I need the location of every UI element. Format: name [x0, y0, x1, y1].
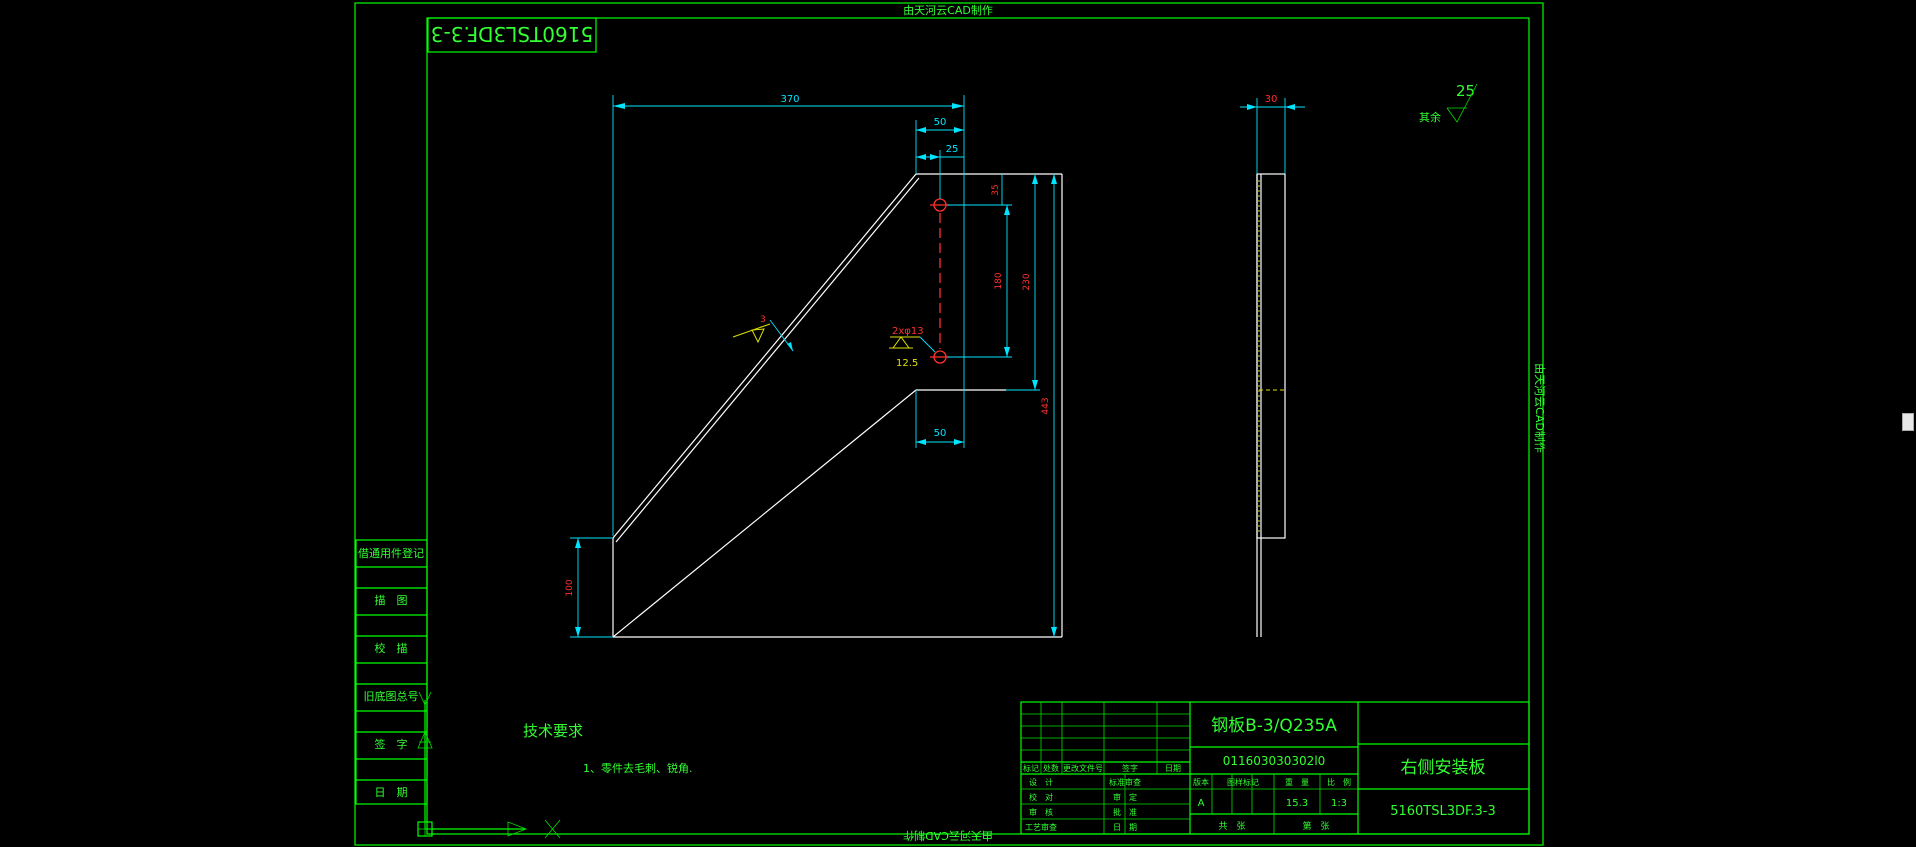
- tb-head-1: 标记: [1023, 763, 1039, 773]
- reg-row-5: 签 字: [375, 737, 408, 751]
- tb-sheet-no: 第 张: [1302, 820, 1329, 832]
- tb-material: 钢板B-3/Q235A: [1211, 716, 1337, 736]
- tb-stage-value: A: [1198, 798, 1205, 809]
- tb-mid-1: 标准审查: [1109, 777, 1141, 787]
- header-bottom-text: 由天河云CAD制作: [903, 829, 993, 843]
- tb-sheet-total: 共 张: [1218, 821, 1245, 832]
- tb-mid-3: 批 准: [1113, 807, 1137, 817]
- tb-head-5: 日期: [1165, 764, 1181, 773]
- tb-weight-label: 重 量: [1285, 777, 1309, 787]
- mirrored-drawing-number: 5160TSL3DF.3-3: [431, 22, 593, 46]
- side-label-text: 由天河云CAD制作: [1533, 363, 1547, 453]
- roughness-label: 其余: [1419, 110, 1441, 124]
- roughness-value: 25: [1456, 82, 1475, 100]
- main-part-view: 370 50 25 35 180 230 443: [565, 94, 1063, 638]
- dim-100: 100: [565, 579, 575, 596]
- outer-sheet-border: [354, 2, 1544, 846]
- tb-head-2: 处数: [1043, 763, 1059, 773]
- tb-part-name: 右侧安装板: [1401, 758, 1486, 778]
- title-block: 标记 处数 更改文件号 签字 日期 设 计 校 对 审 核 工艺审查 标准审查 …: [1020, 701, 1530, 835]
- ucs-axis-icon[interactable]: [417, 691, 561, 839]
- dim-50-top: 50: [934, 117, 947, 128]
- vertical-scrollbar-thumb[interactable]: [1902, 413, 1914, 431]
- dim-50-bottom: 50: [934, 428, 947, 439]
- tb-scale-label: 比 例: [1327, 777, 1351, 787]
- tb-head-4: 签字: [1122, 763, 1138, 773]
- inner-drawing-border: [426, 17, 1530, 835]
- tb-head-3: 更改文件号: [1063, 763, 1103, 773]
- tb-stage-label: 版本: [1193, 777, 1209, 787]
- mirrored-number-box: [427, 17, 597, 53]
- tb-left-3: 审 核: [1029, 807, 1053, 817]
- side-part-view: 30: [1240, 94, 1305, 637]
- tech-req-title: 技术要求: [523, 722, 583, 740]
- reg-row-3: 校 描: [375, 641, 408, 655]
- tb-left-4: 工艺审查: [1025, 822, 1057, 832]
- tech-req-item-1: 1、零件去毛刺、锐角.: [583, 761, 693, 775]
- header-top-text: 由天河云CAD制作: [903, 3, 993, 17]
- dim-443: 443: [1041, 397, 1051, 414]
- reg-row-4: 旧底图总号: [364, 689, 419, 703]
- reg-row-6: 日 期: [375, 786, 408, 799]
- dim-35: 35: [991, 184, 1001, 195]
- weld-size-label: 3: [760, 315, 766, 325]
- hole-roughness-label: 12.5: [896, 358, 918, 369]
- hole-spec-label: 2xφ13: [892, 326, 924, 337]
- dim-25: 25: [946, 144, 959, 155]
- tb-left-1: 设 计: [1029, 777, 1053, 787]
- tb-scale-value: 1:3: [1331, 798, 1347, 809]
- tb-mid-2: 审 定: [1113, 792, 1137, 802]
- reg-row-2: 描 图: [375, 593, 408, 607]
- tb-weight-value: 15.3: [1286, 798, 1308, 809]
- tb-drawing-number: 5160TSL3DF.3-3: [1390, 804, 1496, 819]
- tb-mid-4: 日 期: [1113, 823, 1137, 832]
- dim-370: 370: [780, 94, 799, 105]
- tb-mark-label: 图样标记: [1227, 777, 1259, 787]
- dim-180: 180: [994, 272, 1004, 289]
- reg-row-1: 借通用件登记: [358, 546, 424, 560]
- dim-30: 30: [1265, 94, 1278, 105]
- tb-code: 011603030302l0: [1223, 754, 1326, 768]
- dim-230: 230: [1022, 273, 1032, 290]
- tb-left-2: 校 对: [1029, 792, 1053, 802]
- left-registration-panel: 借通用件登记 描 图 校 描 旧底图总号 签 字 日 期: [355, 539, 428, 805]
- roughness-other-symbol: 25 其余: [1419, 82, 1478, 124]
